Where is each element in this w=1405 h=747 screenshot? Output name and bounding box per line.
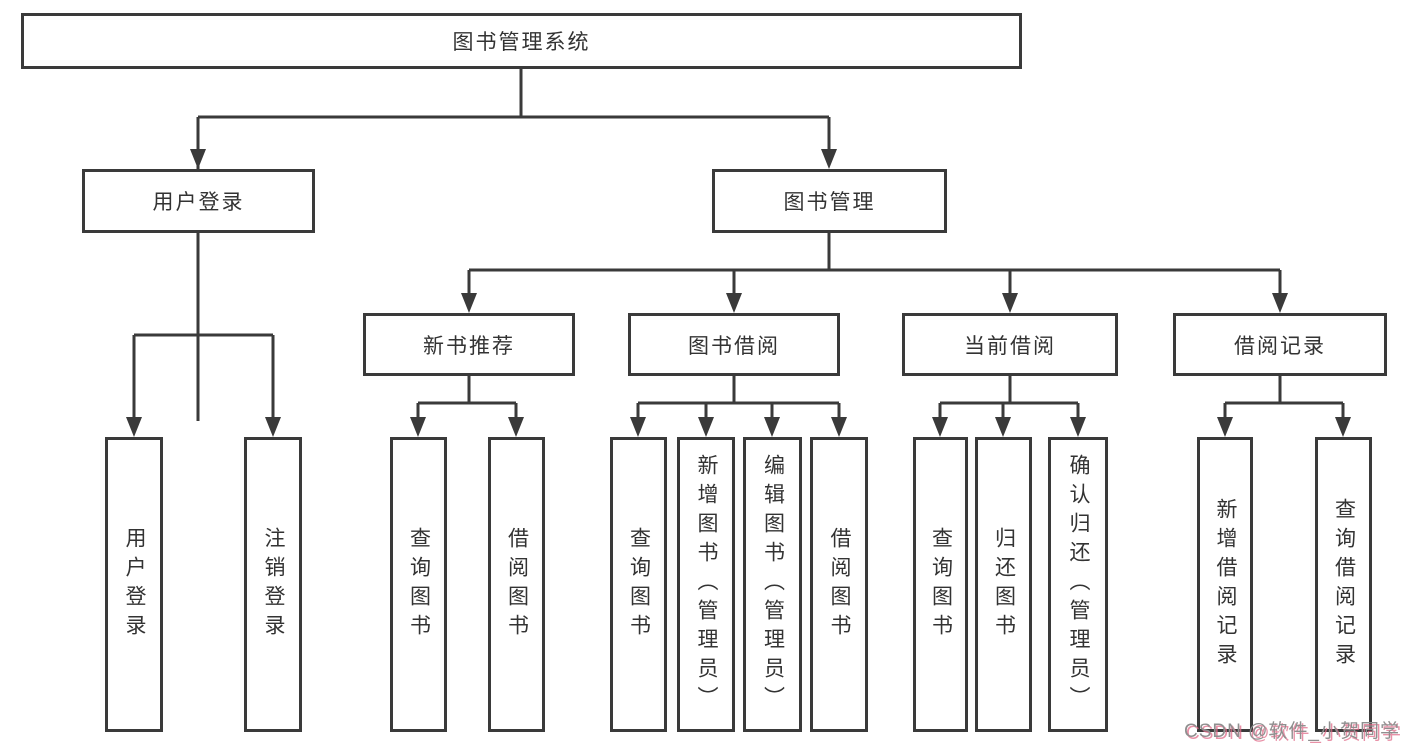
node-label: 确认归还（管理员） [1067,454,1090,715]
connector-book-management [467,233,1282,297]
node-label: 新书推荐 [423,334,515,358]
leaf-add-borrow-record: 新增借阅记录 [1197,437,1253,732]
node-label: 归还图书 [992,526,1016,643]
leaf-query-borrow-record: 查询借阅记录 [1315,437,1372,732]
arrowheads [126,149,1351,437]
node-label: 借阅图书 [828,526,851,643]
leaf-borrow-book-recommend: 借阅图书 [488,437,545,732]
node-label: 查询借阅记录 [1332,497,1356,672]
node-label: 用户登录 [123,526,146,643]
node-label: 当前借阅 [964,334,1056,358]
node-label: 新增图书（管理员） [695,454,718,715]
node-label: 查询图书 [627,526,651,643]
connector-book-borrow [636,376,841,421]
leaf-return-book: 归还图书 [975,437,1032,732]
leaf-borrow-book: 借阅图书 [810,437,868,732]
connector-user-login [132,233,275,421]
node-book-management: 图书管理 [712,169,947,233]
node-label: 查询图书 [929,526,953,643]
connector-root [196,69,831,421]
node-user-login: 用户登录 [82,169,315,233]
leaf-add-book-admin: 新增图书（管理员） [677,437,735,732]
leaf-logout: 注销登录 [244,437,302,732]
node-label: 用户登录 [152,191,245,214]
node-label: 新增借阅记录 [1214,497,1237,672]
node-label: 注销登录 [262,526,285,643]
node-label: 图书管理系统 [452,31,591,54]
csdn-watermark: CSDN @软件_小贺同学 [1184,721,1400,742]
connector-current-borrow [938,376,1080,421]
node-label: 编辑图书（管理员） [761,454,785,715]
node-borrow-record: 借阅记录 [1173,313,1387,376]
leaf-edit-book-admin: 编辑图书（管理员） [743,437,802,732]
node-label: 图书借阅 [688,334,780,358]
node-label: 借阅图书 [505,526,529,643]
leaf-query-book-current: 查询图书 [913,437,968,732]
node-current-borrow: 当前借阅 [902,313,1118,376]
node-label: 借阅记录 [1234,334,1326,358]
leaf-query-book-recommend: 查询图书 [390,437,447,732]
leaf-query-book-borrow: 查询图书 [610,437,667,732]
connector-new-book-recommend [416,376,518,421]
connector-borrow-record [1223,376,1345,421]
leaf-confirm-return-admin: 确认归还（管理员） [1048,437,1108,732]
node-book-borrow: 图书借阅 [628,313,840,376]
node-library-system: 图书管理系统 [21,13,1022,69]
node-label: 查询图书 [407,526,431,643]
leaf-user-login: 用户登录 [105,437,163,732]
node-label: 图书管理 [783,191,876,214]
node-new-book-recommend: 新书推荐 [363,313,575,376]
